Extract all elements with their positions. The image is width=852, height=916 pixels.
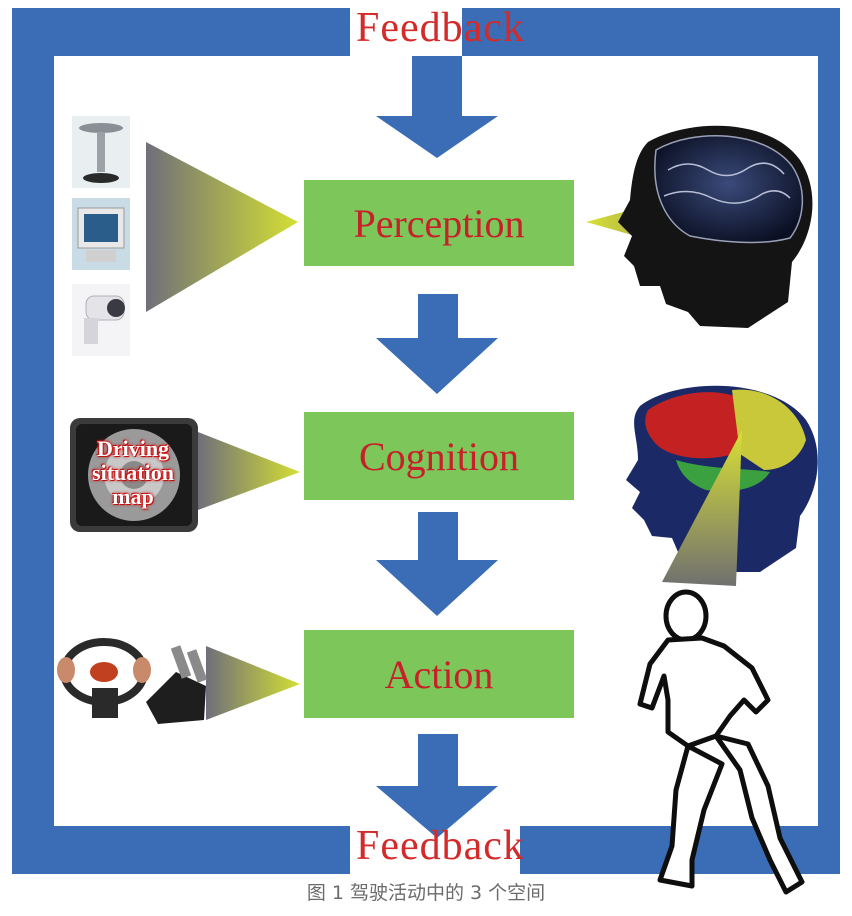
action-box: Action: [304, 630, 574, 718]
sensor-input-triangle: [146, 142, 298, 312]
map-label-line-2: situation: [92, 460, 174, 485]
perception-box: Perception: [304, 180, 574, 266]
gps-antenna-image: [72, 116, 130, 188]
arrow-cognition-to-action: [376, 512, 498, 616]
arrow-perception-to-cognition: [376, 294, 498, 394]
driving-situation-map-icon: [70, 418, 198, 532]
runner-figure-image: [637, 589, 805, 895]
feedback-top-label: Feedback: [356, 5, 525, 51]
camera-image: [72, 284, 130, 356]
controls-input-triangle: [206, 646, 300, 720]
monitor-image: [72, 198, 130, 270]
arrow-action-to-feedback: [376, 734, 498, 838]
map-input-triangle: [198, 432, 300, 510]
feedback-bottom-label: Feedback: [356, 823, 525, 869]
feedback-frame: [12, 8, 840, 874]
figure-caption: 图 1 驾驶活动中的 3 个空间: [306, 882, 546, 904]
cognition-box: Cognition: [304, 412, 574, 500]
perception-label: Perception: [353, 200, 525, 246]
arrow-feedback-to-perception: [376, 56, 498, 158]
map-label-group: Driving situation map: [72, 438, 194, 518]
brain-to-cognition-triangle: [662, 430, 742, 586]
action-label: Action: [384, 651, 494, 697]
brain-head-image: [618, 125, 813, 328]
map-label-line-1: Driving: [96, 436, 170, 461]
map-label-line-3: map: [112, 484, 154, 509]
pedals-image: [146, 645, 208, 724]
steering-wheel-image: [57, 638, 151, 718]
cognition-label: Cognition: [358, 433, 520, 479]
